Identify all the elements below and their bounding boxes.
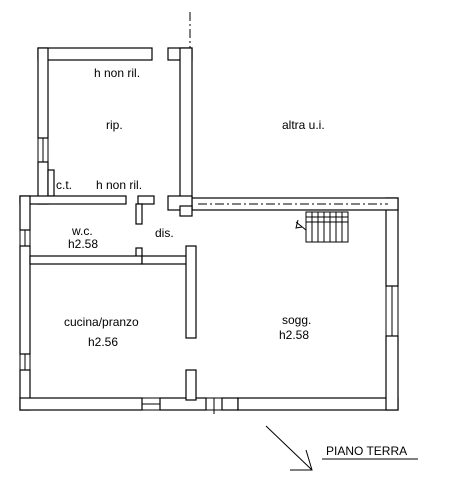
- room-labels: h non ril. rip. altra u.i. c.t. h non ri…: [56, 66, 325, 349]
- windows-outer: [19, 230, 399, 414]
- other-unit-label: altra u.i.: [282, 118, 325, 132]
- north-arrow-icon: [265, 425, 313, 471]
- living-height-label: h2.58: [279, 328, 309, 342]
- storage-room-label: rip.: [106, 118, 123, 132]
- boiler-room-label: c.t.: [56, 178, 72, 192]
- wc-room-label: w.c.: [71, 224, 93, 238]
- storage-height-label: h non ril.: [94, 66, 140, 80]
- window-storage: [37, 138, 49, 162]
- boiler-height-label: h non ril.: [96, 178, 142, 192]
- wc-height-label: h2.58: [68, 237, 98, 251]
- floor-title: PIANO TERRA: [326, 444, 407, 458]
- walls-interior: [29, 203, 197, 401]
- walls-storage: [37, 47, 193, 209]
- walls-outer: [19, 195, 399, 411]
- staircase-icon: [295, 211, 349, 243]
- kitchen-room-label: cucina/pranzo: [64, 315, 139, 329]
- unit-boundary: [189, 12, 388, 205]
- hall-label: dis.: [155, 226, 174, 240]
- living-room-label: sogg.: [282, 313, 311, 327]
- kitchen-height-label: h2.56: [88, 335, 118, 349]
